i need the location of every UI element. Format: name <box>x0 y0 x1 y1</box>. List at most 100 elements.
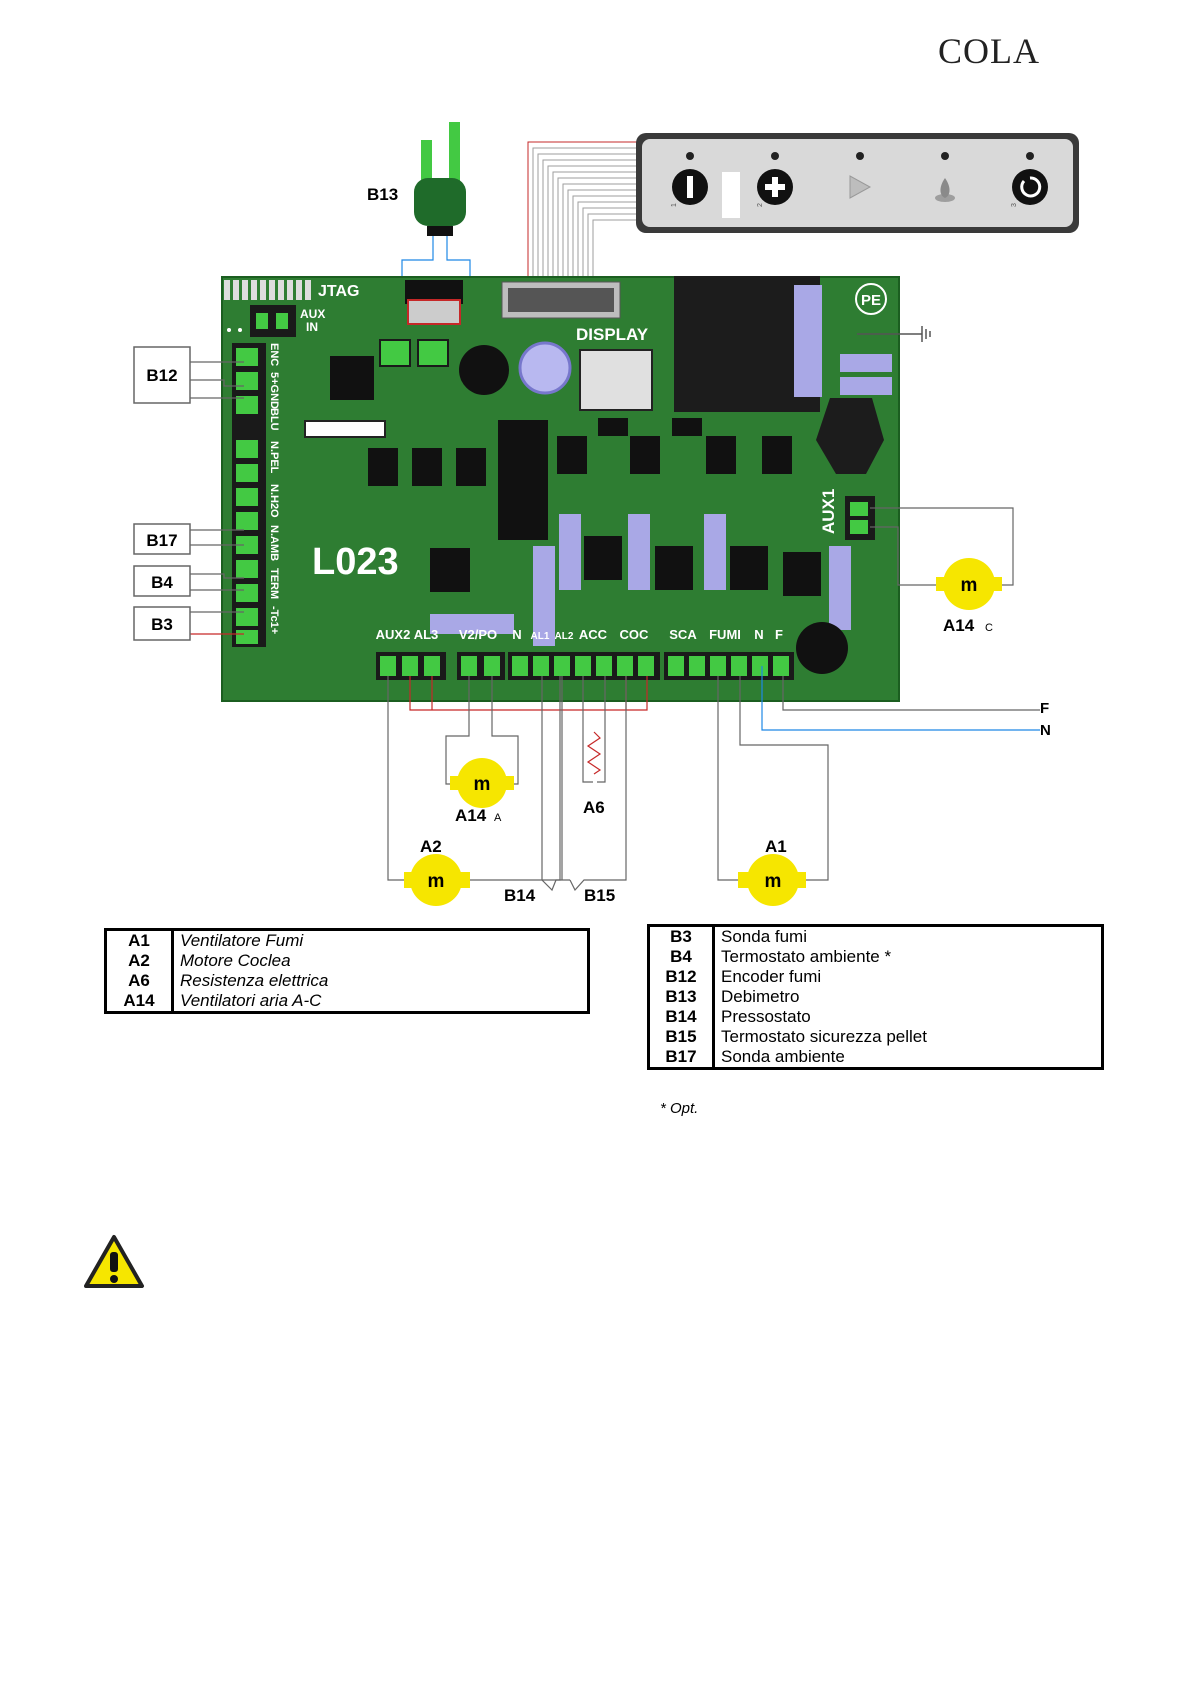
label-line-n: N <box>1040 722 1051 739</box>
legend-row: A2 Motore Coclea <box>105 951 589 971</box>
terminal-label-al2: AL2 <box>555 631 574 642</box>
legend-description: Ventilatore Fumi <box>180 931 304 950</box>
label-a14c-sub: C <box>985 622 993 634</box>
label-line-f: F <box>1040 700 1049 717</box>
label-a1: A1 <box>765 837 787 856</box>
terminal-label-f: F <box>775 627 783 642</box>
motor-symbol: m <box>765 871 782 892</box>
display-button-number: 3 <box>1011 203 1018 207</box>
legend-code: A6 <box>105 971 174 991</box>
display-ribbon-cable <box>527 141 640 282</box>
legend-description: Sonda ambiente <box>721 1047 845 1066</box>
terminal-label-v2po: V2/PO <box>459 627 497 642</box>
legend-row: A14 Ventilatori aria A-C <box>105 991 589 1013</box>
legend-code: A14 <box>105 991 174 1013</box>
terminal-label-al1: AL1 <box>531 631 550 642</box>
legend-description: Sonda fumi <box>721 927 807 946</box>
terminal-label-namb: N.AMB <box>268 525 280 561</box>
relay-row <box>368 418 792 540</box>
logo-text: COLA <box>938 31 1040 71</box>
jtag-header <box>224 280 311 300</box>
terminal-label-enc: ENC <box>268 343 280 366</box>
label-pe: PE <box>861 292 881 309</box>
flame-icon <box>935 178 955 202</box>
label-b15: B15 <box>584 886 615 905</box>
bottom-terminal-blocks <box>376 652 794 680</box>
terminal-label-acc: ACC <box>579 627 608 642</box>
terminal-label-aux2: AUX2 <box>376 627 411 642</box>
label-a14c: A14 <box>943 616 975 635</box>
terminal-label-npel: N.PEL <box>268 441 280 474</box>
warning-triangle-icon <box>83 1234 145 1295</box>
motor-symbol: m <box>428 871 445 892</box>
label-aux-in-1: AUX <box>300 307 325 321</box>
motor-a14a: m <box>450 758 514 808</box>
legend-description: Resistenza elettrica <box>180 971 329 990</box>
legend-code: B12 <box>648 967 715 987</box>
board-title: L023 <box>312 541 399 583</box>
legend-row: B13 Debimetro <box>648 987 1103 1007</box>
legend-code: B17 <box>648 1047 715 1069</box>
legend-row: B4 Termostato ambiente * <box>648 947 1103 967</box>
legend-code: B4 <box>648 947 715 967</box>
display-button-number: 2 <box>757 203 764 207</box>
label-a14a: A14 <box>455 806 487 825</box>
play-icon <box>849 175 872 199</box>
motor-symbol: m <box>474 774 491 795</box>
label-a14a-sub: A <box>494 812 502 824</box>
legend-code: A1 <box>105 929 174 951</box>
bottom-terminal-labels: AUX2 AL3 V2/PO N AL1 AL2 ACC COC SCA FUM… <box>376 627 783 642</box>
legend-description: Ventilatori aria A-C <box>180 991 322 1010</box>
label-aux1: AUX1 <box>819 489 838 534</box>
buzzer <box>459 345 509 395</box>
legend-code: B14 <box>648 1007 715 1027</box>
terminal-label-5gnd: 5+GND <box>268 372 280 409</box>
terminal-label-sca: SCA <box>669 627 697 642</box>
ground-icon <box>857 326 931 342</box>
display-button-1-icon <box>672 169 708 205</box>
label-display: DISPLAY <box>576 325 649 344</box>
label-a2: A2 <box>420 837 442 856</box>
display-button-3-icon <box>1012 169 1048 205</box>
legend-row: A6 Resistenza elettrica <box>105 971 589 991</box>
b12-box <box>133 346 191 404</box>
terminal-label-term: TERM <box>268 568 280 599</box>
legend-code: B13 <box>648 987 715 1007</box>
label-aux-in-2: IN <box>306 320 318 334</box>
terminal-label-al3: AL3 <box>414 627 439 642</box>
brand-logo: COLA <box>938 30 1040 72</box>
label-b3: B3 <box>151 615 173 634</box>
b4-box <box>133 565 191 597</box>
label-b17: B17 <box>146 531 177 550</box>
legend-description: Termostato ambiente * <box>721 947 892 966</box>
display-button-2-icon <box>757 169 793 205</box>
motor-symbol: m <box>961 575 978 596</box>
terminal-label-coc: COC <box>620 627 650 642</box>
terminal-label-n2: N <box>754 627 763 642</box>
display-button-number: 1 <box>671 203 678 207</box>
legend-code: B15 <box>648 1027 715 1047</box>
legend-code: B3 <box>648 925 715 947</box>
terminal-label-fumi: FUMI <box>709 627 741 642</box>
legend-code: A2 <box>105 951 174 971</box>
microcontroller <box>330 356 374 400</box>
legend-description: Motore Coclea <box>180 951 291 970</box>
label-a6: A6 <box>583 798 605 817</box>
legend-row: B17 Sonda ambiente <box>648 1047 1103 1069</box>
b17-box <box>133 523 191 555</box>
display-panel: 1 2 3 <box>636 133 1079 233</box>
left-terminal-labels: ENC 5+GND BLU N.PEL N.H2O N.AMB TERM -Tc… <box>268 343 280 634</box>
legend-description: Debimetro <box>721 987 800 1006</box>
motor-a1: m <box>738 854 806 906</box>
label-b14: B14 <box>504 886 536 905</box>
legend-row: A1 Ventilatore Fumi <box>105 929 589 951</box>
terminal-label-tc1: -Tc1+ <box>268 606 280 634</box>
external-wiring <box>387 507 1040 892</box>
display-lcd-window <box>722 172 740 218</box>
